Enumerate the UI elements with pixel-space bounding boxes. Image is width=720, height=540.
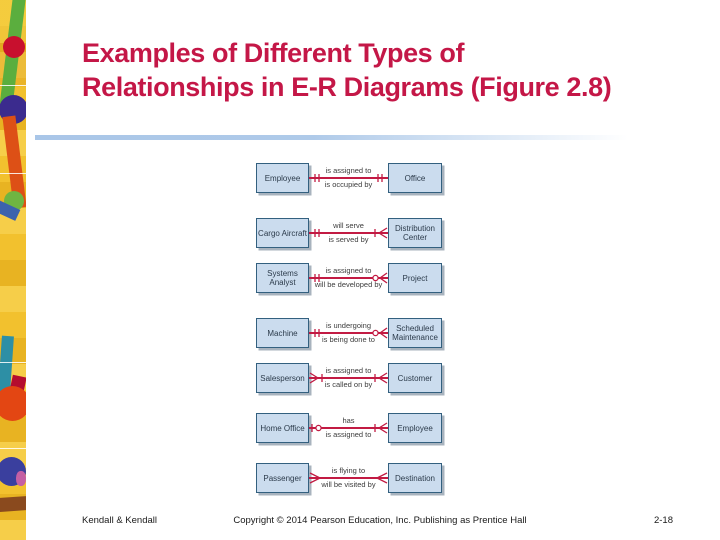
er-diagram: Employee is assigned to is occupied by O… bbox=[256, 163, 442, 495]
entity-box: Scheduled Maintenance bbox=[388, 318, 442, 348]
entity-box: Cargo Aircraft bbox=[256, 218, 309, 248]
relationship-connector: will serve is served by bbox=[309, 218, 388, 248]
relationship-label-bottom: will be visited by bbox=[321, 480, 376, 490]
entity-box: Destination bbox=[388, 463, 442, 493]
relationship-line bbox=[309, 332, 388, 334]
er-row-machine-maintenance: Machine is undergoing is being done to S… bbox=[256, 318, 442, 348]
relationship-label-top: has bbox=[342, 415, 355, 425]
entity-label: Destination bbox=[394, 473, 436, 483]
relationship-line bbox=[309, 427, 388, 429]
slide-footer: Kendall & Kendall Copyright © 2014 Pears… bbox=[0, 513, 720, 533]
entity-label: Cargo Aircraft bbox=[258, 228, 307, 238]
entity-label: Office bbox=[404, 173, 426, 183]
artwork-orangered-circle bbox=[0, 386, 26, 421]
relationship-label-top: is undergoing bbox=[325, 320, 372, 330]
er-row-homeoffice-employee: Home Office has is assigned to Employee bbox=[256, 413, 442, 443]
artwork-hairline bbox=[0, 362, 26, 363]
entity-label: Machine bbox=[267, 328, 298, 338]
relationship-label-bottom: is assigned to bbox=[325, 430, 372, 440]
relationship-label-bottom: is called on by bbox=[324, 380, 373, 390]
cardinality-marker-left bbox=[309, 372, 327, 384]
entity-box: Distribution Center bbox=[388, 218, 442, 248]
artwork-magenta-blob bbox=[16, 471, 26, 486]
cardinality-marker-left bbox=[309, 227, 327, 239]
cardinality-marker-right bbox=[370, 227, 388, 239]
title-divider bbox=[35, 135, 653, 140]
relationship-line bbox=[309, 177, 388, 179]
sidebar-artwork bbox=[0, 0, 27, 540]
entity-box: Home Office bbox=[256, 413, 309, 443]
entity-label: Scheduled Maintenance bbox=[392, 324, 438, 342]
relationship-connector: is undergoing is being done to bbox=[309, 318, 388, 348]
entity-box: Customer bbox=[388, 363, 442, 393]
er-row-salesperson-customer: Salesperson is assigned to is called on … bbox=[256, 363, 442, 393]
relationship-line bbox=[309, 277, 388, 279]
relationship-line bbox=[309, 477, 388, 479]
footer-authors: Kendall & Kendall bbox=[82, 515, 157, 526]
cardinality-marker-right bbox=[370, 422, 388, 434]
entity-label: Passenger bbox=[263, 473, 302, 483]
relationship-label-top: is assigned to bbox=[325, 365, 372, 375]
relationship-label-bottom: will be developed by bbox=[314, 280, 383, 290]
relationship-label-bottom: is served by bbox=[328, 235, 369, 245]
entity-label: Systems Analyst bbox=[267, 269, 298, 287]
entity-label: Project bbox=[402, 273, 428, 283]
artwork-hairline bbox=[0, 448, 26, 449]
relationship-label-top: will serve bbox=[333, 220, 364, 230]
relationship-connector: has is assigned to bbox=[309, 413, 388, 443]
slide-title-line2: Relationships in E-R Diagrams (Figure 2.… bbox=[82, 72, 612, 102]
cardinality-marker-left bbox=[309, 472, 327, 484]
relationship-label-bottom: is occupied by bbox=[324, 180, 373, 190]
entity-label: Employee bbox=[264, 173, 301, 183]
relationship-label-bottom: is being done to bbox=[322, 335, 375, 345]
relationship-line bbox=[309, 232, 388, 234]
entity-box: Systems Analyst bbox=[256, 263, 309, 293]
entity-box: Employee bbox=[388, 413, 442, 443]
cardinality-marker-right bbox=[370, 372, 388, 384]
er-row-analyst-project: Systems Analyst is assigned to will be d… bbox=[256, 263, 442, 293]
slide-title-line1: Examples of Different Types of bbox=[82, 38, 465, 68]
entity-box: Office bbox=[388, 163, 442, 193]
artwork-hairline bbox=[0, 85, 26, 86]
cardinality-marker-right bbox=[370, 327, 388, 339]
relationship-connector: is assigned to is occupied by bbox=[309, 163, 388, 193]
cardinality-marker-left bbox=[309, 327, 327, 339]
entity-box: Machine bbox=[256, 318, 309, 348]
entity-label: Home Office bbox=[260, 423, 305, 433]
relationship-label-top: is assigned to bbox=[325, 265, 372, 275]
entity-box: Project bbox=[388, 263, 442, 293]
entity-label: Employee bbox=[397, 423, 433, 433]
cardinality-marker-left bbox=[309, 422, 327, 434]
cardinality-marker-right bbox=[370, 172, 388, 184]
artwork-brown-band bbox=[0, 495, 26, 513]
relationship-label-top: is assigned to bbox=[325, 165, 372, 175]
entity-box: Passenger bbox=[256, 463, 309, 493]
relationship-label-top: is flying to bbox=[331, 465, 366, 475]
entity-label: Customer bbox=[397, 373, 433, 383]
er-row-employee-office: Employee is assigned to is occupied by O… bbox=[256, 163, 442, 193]
cardinality-marker-left bbox=[309, 172, 327, 184]
artwork-hairline bbox=[0, 173, 26, 174]
footer-page-number: 2-18 bbox=[653, 515, 673, 526]
er-row-cargo-distribution: Cargo Aircraft will serve is served by D… bbox=[256, 218, 442, 248]
cardinality-marker-right bbox=[370, 472, 388, 484]
relationship-connector: is assigned to is called on by bbox=[309, 363, 388, 393]
er-row-passenger-destination: Passenger is flying to will be visited b… bbox=[256, 463, 442, 493]
relationship-connector: is flying to will be visited by bbox=[309, 463, 388, 493]
footer-copyright: Copyright © 2014 Pearson Education, Inc.… bbox=[233, 515, 527, 526]
relationship-connector: is assigned to will be developed by bbox=[309, 263, 388, 293]
cardinality-marker-right bbox=[370, 272, 388, 284]
entity-label: Salesperson bbox=[260, 373, 305, 383]
entity-box: Employee bbox=[256, 163, 309, 193]
slide-title: Examples of Different Types of Relations… bbox=[82, 36, 682, 104]
entity-label: Distribution Center bbox=[394, 224, 435, 242]
entity-box: Salesperson bbox=[256, 363, 309, 393]
cardinality-marker-left bbox=[309, 272, 327, 284]
relationship-line bbox=[309, 377, 388, 379]
artwork-red-circle bbox=[3, 36, 25, 58]
